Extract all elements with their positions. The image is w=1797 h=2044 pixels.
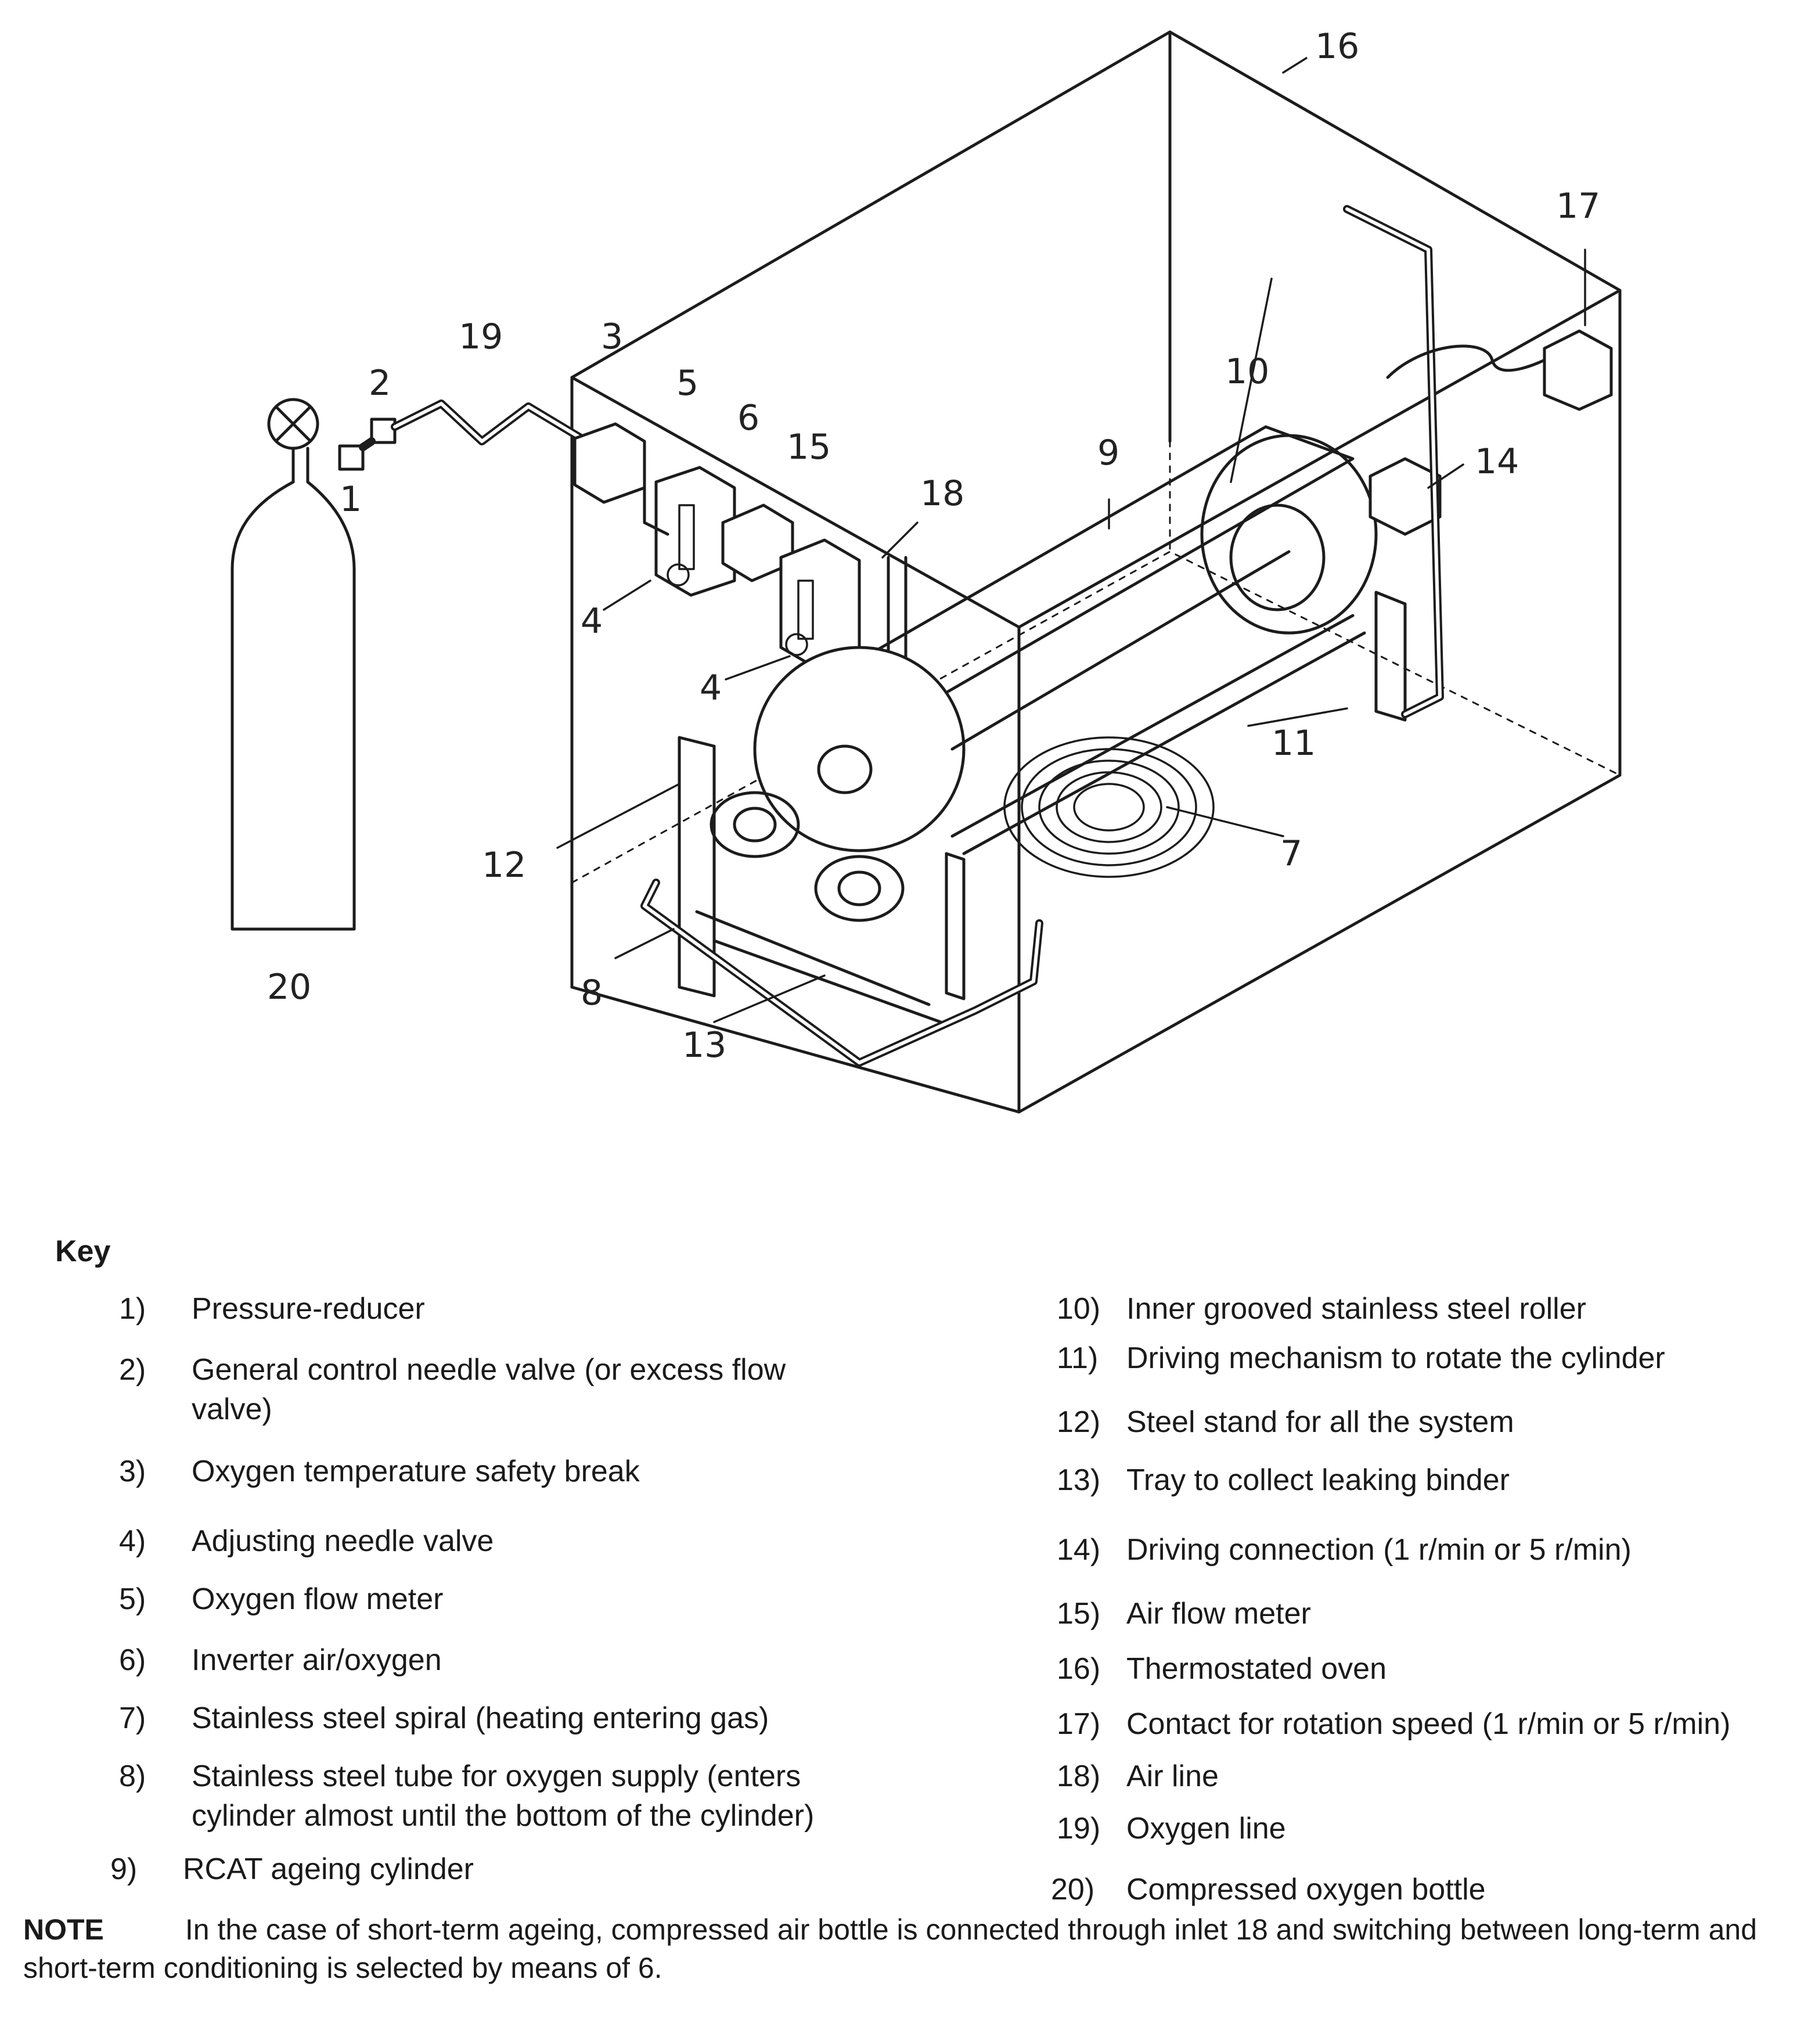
key-num: 6) xyxy=(119,1643,146,1677)
key-num: 14) xyxy=(1057,1533,1101,1567)
callout-4b: 4 xyxy=(700,668,722,708)
key-num: 16) xyxy=(1057,1652,1101,1686)
key-text: Driving connection (1 r/min or 5 r/min) xyxy=(1126,1533,1632,1567)
apparatus-diagram: 1 2 3 4 4 5 6 7 8 9 10 11 12 13 14 15 16… xyxy=(231,26,1622,1114)
key-num: 15) xyxy=(1057,1597,1101,1631)
callout-17: 17 xyxy=(1556,186,1600,226)
key-num: 8) xyxy=(119,1759,146,1793)
callout-2: 2 xyxy=(369,363,391,404)
key-text: Air flow meter xyxy=(1126,1597,1311,1631)
key-text: Contact for rotation speed (1 r/min or 5… xyxy=(1126,1707,1731,1741)
callout-13: 13 xyxy=(682,1025,726,1066)
key-num: 1) xyxy=(119,1292,146,1326)
key-text: Thermostated oven xyxy=(1126,1652,1387,1686)
key-text: General control needle valve (or excess … xyxy=(192,1353,786,1426)
callout-labels: 1 2 3 4 4 5 6 7 8 9 10 11 12 13 14 15 16… xyxy=(267,26,1600,1066)
key-text: Stainless steel tube for oxygen supply (… xyxy=(192,1759,815,1833)
callout-11: 11 xyxy=(1272,723,1316,764)
callout-20: 20 xyxy=(267,967,311,1007)
control-units xyxy=(573,422,907,670)
callout-12: 12 xyxy=(482,845,526,886)
callout-4a: 4 xyxy=(581,601,603,642)
key-text: Stainless steel spiral (heating entering… xyxy=(192,1701,769,1735)
steel-spiral xyxy=(1003,736,1215,878)
callout-9: 9 xyxy=(1097,433,1119,473)
key-text: Air line xyxy=(1126,1759,1219,1793)
note-label: NOTE xyxy=(23,1913,104,1946)
callout-3: 3 xyxy=(601,316,623,357)
key-text: RCAT ageing cylinder xyxy=(183,1852,474,1886)
key-num: 13) xyxy=(1057,1463,1101,1497)
callout-6: 6 xyxy=(737,398,759,438)
ageing-cylinder xyxy=(753,425,1378,852)
key-num: 19) xyxy=(1057,1812,1101,1845)
key-num: 10) xyxy=(1057,1292,1101,1326)
key-num: 5) xyxy=(119,1582,146,1616)
oxygen-bottle xyxy=(231,398,356,931)
callout-7: 7 xyxy=(1280,833,1302,874)
callout-14: 14 xyxy=(1475,441,1519,482)
key-num: 3) xyxy=(119,1455,146,1488)
callout-8: 8 xyxy=(581,973,603,1013)
callout-16: 16 xyxy=(1315,26,1359,67)
key-num: 12) xyxy=(1057,1405,1101,1439)
key-num: 2) xyxy=(119,1353,146,1387)
key-text: Oxygen flow meter xyxy=(192,1582,444,1616)
oxygen-line xyxy=(338,400,590,471)
callout-5: 5 xyxy=(676,363,698,404)
key-text: Compressed oxygen bottle xyxy=(1126,1873,1486,1906)
key-text: Pressure-reducer xyxy=(192,1292,425,1326)
key-text: Tray to collect leaking binder xyxy=(1126,1463,1510,1497)
key-num: 18) xyxy=(1057,1759,1101,1793)
key-text: Inverter air/oxygen xyxy=(192,1643,442,1677)
drive-units xyxy=(1343,205,1613,718)
key-num: 20) xyxy=(1051,1873,1095,1906)
callout-19: 19 xyxy=(459,316,503,357)
key-num: 9) xyxy=(110,1852,138,1886)
key-num: 4) xyxy=(119,1524,146,1558)
callout-15: 15 xyxy=(787,427,831,467)
key-num: 17) xyxy=(1057,1707,1101,1741)
callout-10: 10 xyxy=(1225,351,1269,392)
callout-18: 18 xyxy=(920,473,964,514)
oven-outline xyxy=(570,30,1622,1114)
key-title: Key xyxy=(55,1235,111,1268)
note-text: In the case of short-term ageing, compre… xyxy=(23,1913,1758,1984)
stand-and-tray xyxy=(640,591,1407,1067)
key-text: Oxygen line xyxy=(1126,1812,1286,1845)
key-num: 11) xyxy=(1057,1341,1099,1375)
key-text: Driving mechanism to rotate the cylinder xyxy=(1126,1341,1665,1375)
key-text: Inner grooved stainless steel roller xyxy=(1126,1292,1586,1326)
key-num: 7) xyxy=(119,1701,146,1735)
leader-lines xyxy=(556,57,1586,1023)
key-text: Adjusting needle valve xyxy=(192,1524,494,1558)
callout-1: 1 xyxy=(340,479,362,520)
key-text: Steel stand for all the system xyxy=(1126,1405,1514,1439)
key-text: Oxygen temperature safety break xyxy=(192,1455,640,1488)
